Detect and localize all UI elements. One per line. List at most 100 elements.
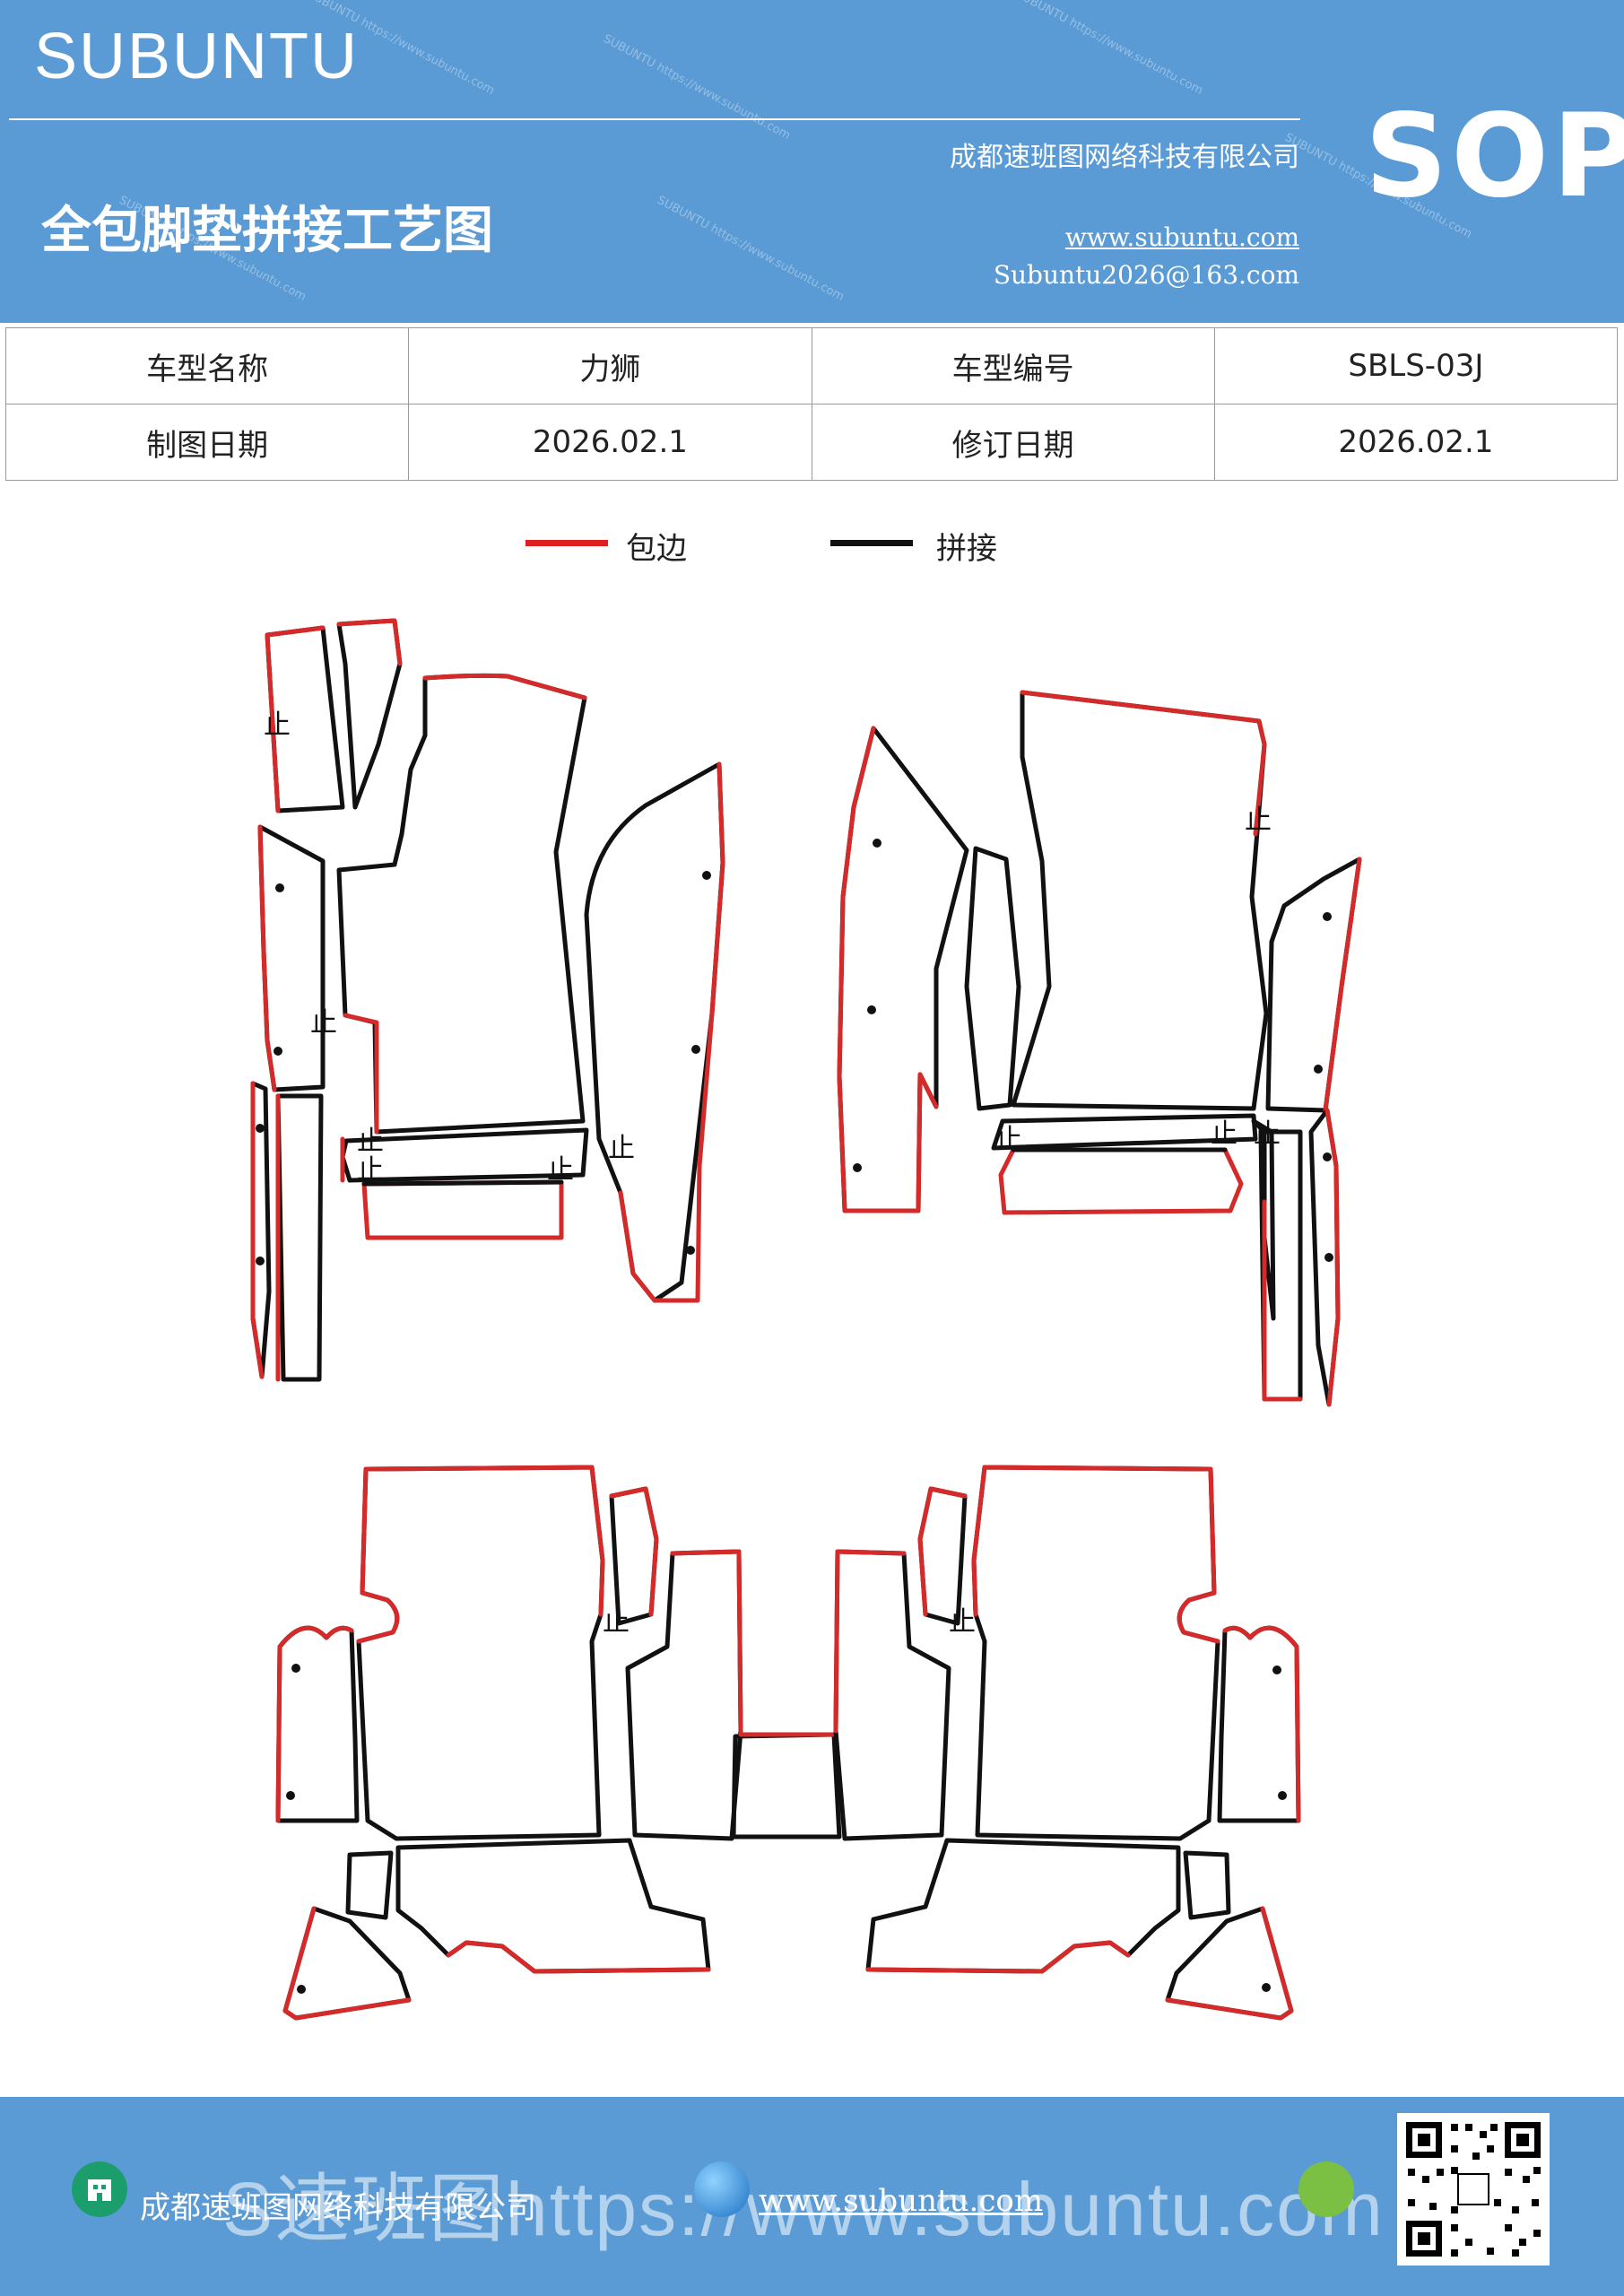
value-vehicle-code: SBLS-03J: [1213, 327, 1619, 404]
stop-mark: 止: [603, 1606, 630, 1638]
edge-segment: [971, 1465, 1217, 1617]
globe-icon: [694, 2161, 750, 2217]
floor-mat-diagram: 止 止 止 止 止 止 止 止 止 止 止 止: [250, 618, 1362, 2021]
watermark: SUBUNTU https://www.subuntu.com: [1013, 0, 1205, 99]
seam-segment: [361, 1179, 564, 1187]
edge-segment: [833, 1549, 907, 1734]
edge-segment: [356, 1590, 400, 1644]
position-dot: [867, 1005, 876, 1014]
edge-segment: [609, 1486, 659, 1617]
position-dot: [702, 871, 711, 880]
legend: 包边 拼接: [0, 524, 1624, 578]
edge-segment: [917, 1486, 968, 1617]
label-revision-date: 修订日期: [811, 404, 1215, 481]
legend-swatch-seam: [830, 540, 913, 546]
footer-banner: S速班图https://www.subuntu.com 成都速班图网络科技有限公…: [0, 2097, 1624, 2296]
mat-piece: [837, 726, 969, 1213]
building-icon: [72, 2161, 127, 2217]
position-dot: [1262, 1983, 1271, 1992]
position-dot: [291, 1664, 300, 1673]
position-dot: [1272, 1665, 1281, 1674]
table-row: 制图日期 2026.02.1 修订日期 2026.02.1: [4, 404, 1619, 481]
position-dot: [1278, 1791, 1287, 1800]
mat-piece: [865, 1838, 1181, 1974]
edge-segment: [422, 673, 587, 700]
stop-mark: 止: [357, 1126, 384, 1157]
edge-segment: [618, 761, 725, 1303]
stop-mark: 止: [547, 1154, 574, 1186]
mat-piece: [395, 1838, 711, 1974]
watermark: SUBUNTU https://www.subuntu.com: [655, 193, 847, 305]
stop-mark: 止: [357, 1154, 384, 1186]
edge-segment: [265, 625, 326, 638]
brand-name: SUBUNTU: [34, 21, 360, 92]
mat-piece: [1011, 690, 1269, 1111]
position-dot: [691, 1045, 700, 1054]
position-dot: [1324, 1253, 1333, 1262]
vehicle-info-table: 车型名称 力狮 车型编号 SBLS-03J 制图日期 2026.02.1 修订日…: [4, 327, 1619, 481]
mat-piece: [584, 761, 725, 1303]
stop-mark: 止: [1254, 1118, 1281, 1150]
edge-segment: [1020, 690, 1267, 837]
mat-piece: [1265, 857, 1362, 1113]
sop-label: SOP: [1365, 90, 1624, 223]
header-banner: SUBUNTU https://www.subuntu.com SUBUNTU …: [0, 0, 1624, 323]
edge-segment: [282, 1906, 412, 2021]
edge-segment: [265, 632, 281, 813]
edge-segment: [257, 824, 277, 1092]
mat-piece: [731, 1732, 842, 1839]
footer-website-link[interactable]: www.subuntu.com: [759, 2183, 1044, 2219]
mat-piece: [1183, 1850, 1231, 1920]
footer-watermark: S速班图https://www.subuntu.com: [222, 2167, 1385, 2251]
stop-mark: 止: [949, 1606, 976, 1638]
mat-piece: [275, 1093, 324, 1382]
mat-piece: [998, 1147, 1244, 1215]
edge-segment: [1262, 1199, 1303, 1402]
position-dot: [256, 1124, 265, 1133]
edge-segment: [360, 1465, 605, 1617]
stop-mark: 止: [608, 1133, 635, 1164]
position-dot: [275, 883, 284, 892]
position-dot: [256, 1257, 265, 1265]
stop-mark: 止: [1211, 1118, 1238, 1150]
stop-mark: 止: [310, 1007, 337, 1039]
legend-swatch-edge: [525, 540, 608, 546]
edge-segment: [250, 1081, 265, 1379]
mat-piece: [345, 1850, 394, 1920]
edge-segment: [1323, 857, 1362, 1113]
wechat-icon: [1298, 2161, 1354, 2217]
edge-segment: [1177, 1590, 1220, 1644]
footer-company-name: 成都速班图网络科技有限公司: [140, 2190, 536, 2226]
label-vehicle-code: 车型编号: [811, 327, 1215, 404]
label-drawing-date: 制图日期: [4, 404, 410, 481]
website-link[interactable]: www.subuntu.com: [1064, 222, 1299, 252]
edge-segment: [837, 726, 939, 1213]
edge-segment: [1165, 1906, 1294, 2021]
value-revision-date: 2026.02.1: [1213, 404, 1619, 481]
mat-piece: [356, 1465, 605, 1841]
value-drawing-date: 2026.02.1: [408, 404, 812, 481]
position-dot: [1323, 912, 1332, 921]
position-dot: [297, 1985, 306, 1994]
edge-segment: [336, 618, 403, 666]
edge-segment: [1324, 1108, 1341, 1407]
stop-mark: 止: [1245, 804, 1272, 836]
header-divider: [9, 118, 1300, 120]
email-address: Subuntu2026@163.com: [993, 260, 1299, 290]
legend-label-seam: 拼接: [936, 531, 997, 567]
mat-piece: [361, 1179, 564, 1240]
stop-mark: 止: [995, 1124, 1022, 1155]
table-row: 车型名称 力狮 车型编号 SBLS-03J: [4, 327, 1619, 404]
position-dot: [873, 839, 881, 848]
mat-piece: [971, 1465, 1220, 1841]
legend-label-edge: 包边: [626, 531, 687, 567]
mat-piece: [964, 846, 1021, 1111]
mat-piece: [833, 1549, 951, 1841]
edge-segment: [670, 1549, 743, 1734]
position-dot: [853, 1163, 862, 1172]
position-dot: [274, 1047, 282, 1056]
label-vehicle-name: 车型名称: [4, 327, 410, 404]
edge-segment: [446, 1940, 711, 1974]
qr-code: [1397, 2113, 1550, 2266]
mat-piece: [336, 618, 403, 810]
